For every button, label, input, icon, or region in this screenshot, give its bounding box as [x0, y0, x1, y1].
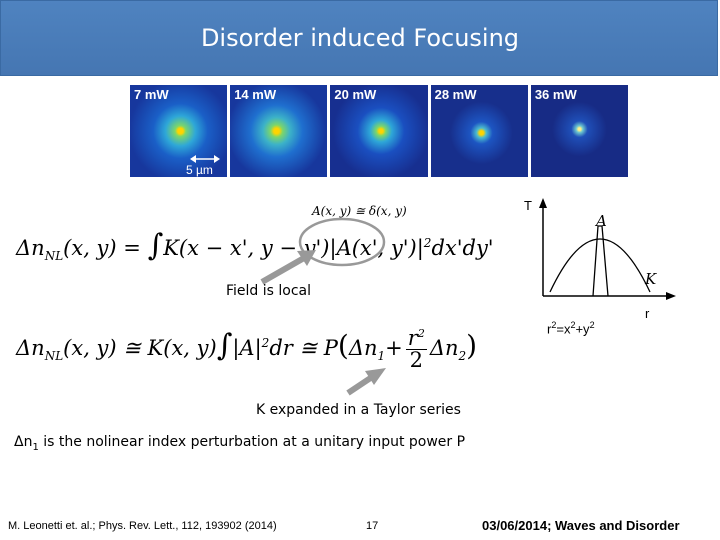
radius-sup: 2	[589, 320, 595, 330]
eq2-dr: dr ≅ P	[269, 336, 338, 360]
eq2-d2sub: 2	[458, 349, 467, 364]
eq2-numpow: 2	[417, 327, 425, 340]
page-number: 17	[366, 520, 379, 532]
slide-title: Disorder induced Focusing	[200, 24, 520, 52]
field-note: Field is local	[226, 283, 312, 299]
radius-sup: 2	[551, 320, 557, 330]
arrow-head-2	[365, 368, 386, 385]
eq2-lhs: Δn	[16, 336, 45, 360]
panel-7mw: 7 mW 5 µm	[130, 85, 228, 177]
eq1-sub: NL	[44, 249, 64, 264]
power-panels: 7 mW 5 µm 14 mW 20 mW 28 mW 36 mW	[130, 85, 629, 177]
kernel-graph	[539, 198, 676, 300]
eq1-args: (x, y) =	[63, 236, 148, 260]
title-bar	[0, 0, 718, 76]
eq2-d1sub: 1	[377, 349, 386, 364]
graph-y-label: T	[524, 198, 532, 213]
eq2-d2: Δn	[429, 336, 459, 360]
panel-14mw: 14 mW	[230, 85, 328, 177]
graph-curve-a-label: A	[596, 212, 607, 230]
panel-28mw: 28 mW	[430, 85, 528, 177]
eq2-den: 2	[409, 348, 423, 372]
approx-label: A(x, y) ≅ δ(x, y)	[312, 204, 407, 218]
eq1-pow: 2	[423, 236, 432, 250]
footer-date-event: 03/06/2014; Waves and Disorder	[482, 518, 680, 533]
arrow-2	[346, 374, 374, 396]
eq2-pow: 2	[261, 336, 270, 350]
panel-label: 7 mW	[134, 87, 169, 102]
radius-sup: 2	[570, 320, 576, 330]
panel-36mw: 36 mW	[530, 85, 629, 177]
eq2-abs: A	[239, 336, 255, 360]
index-note-delta: Δn	[14, 434, 33, 450]
scale-label: 5 µm	[186, 163, 213, 177]
equation-1: ΔnNL(x, y) = ∫K(x − x', y − y')|A(x', y'…	[16, 228, 494, 264]
footer-reference: M. Leonetti et. al.; Phys. Rev. Lett., 1…	[8, 520, 277, 532]
index-note-sub: 1	[32, 441, 39, 453]
panel-label: 20 mW	[334, 87, 377, 102]
radius-r: r	[547, 321, 552, 337]
eq2-d1: Δn	[348, 336, 378, 360]
eq2-mid: (x, y) ≅ K(x, y)	[63, 336, 217, 360]
index-note: Δn1 is the nolinear index perturbation a…	[14, 434, 465, 453]
highlight-ellipse	[298, 217, 386, 267]
arrow-1	[260, 255, 306, 285]
integral-icon: ∫	[147, 228, 164, 263]
radius-mid2: +y	[575, 321, 590, 337]
panel-label: 14 mW	[234, 87, 277, 102]
eq2-fraction: r2 2	[405, 326, 427, 372]
curve-k	[549, 238, 651, 293]
eq1-lhs: Δn	[16, 236, 45, 260]
integral-icon: ∫	[216, 328, 233, 363]
panel-label: 36 mW	[534, 87, 577, 102]
eq2-num: r	[407, 326, 418, 350]
taylor-note: K expanded in a Taylor series	[256, 402, 461, 418]
eq2-plus: +	[385, 336, 403, 360]
graph-x-label: r	[645, 306, 650, 321]
radius-mid: =x	[556, 321, 571, 337]
arrow-head-1	[297, 250, 316, 266]
panel-20mw: 20 mW	[330, 85, 428, 177]
graph-curve-k-label: K	[645, 270, 657, 288]
eq2-sub: NL	[44, 349, 64, 364]
curve-a	[592, 225, 609, 297]
eq1-tail: dx'dy'	[431, 236, 494, 260]
panel-label: 28 mW	[434, 87, 477, 102]
radius-label: r2=x2+y2	[547, 320, 595, 336]
index-note-text: is the nolinear index perturbation at a …	[38, 434, 466, 450]
scale-arrow-icon	[190, 155, 220, 163]
